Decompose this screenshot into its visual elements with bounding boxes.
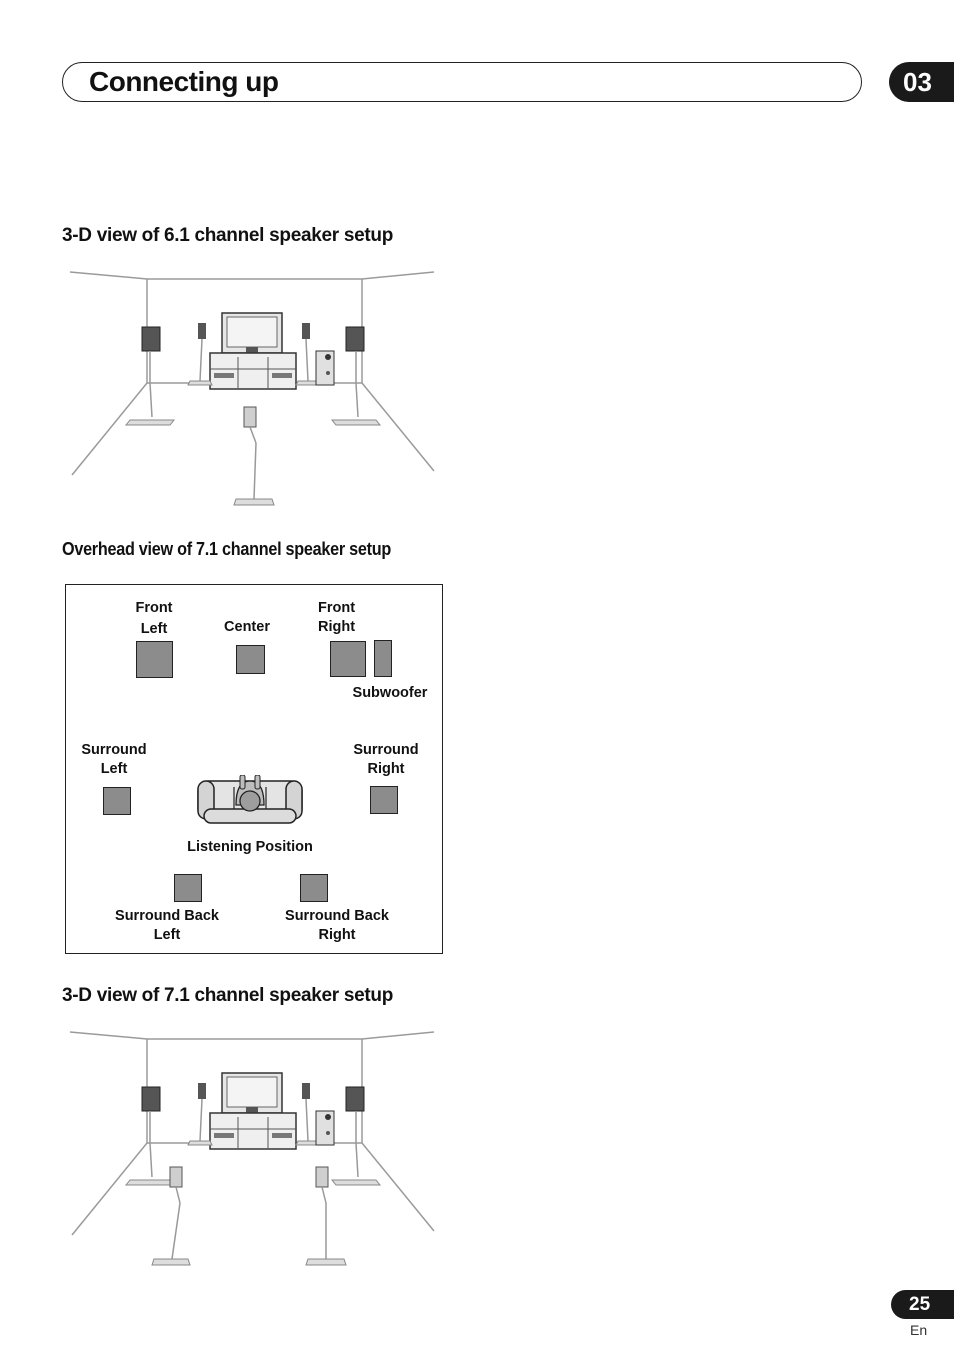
diagram-3d-61 <box>69 271 435 506</box>
front-right-speaker <box>330 1086 382 1186</box>
surround-right-label: Surround Right <box>346 741 426 779</box>
page-language: En <box>910 1322 928 1338</box>
section-heading-overhead-71: Overhead view of 7.1 channel speaker set… <box>62 539 392 559</box>
surround-right-label-line1: Surround <box>353 742 419 758</box>
surround-back-right-speaker <box>305 1166 347 1266</box>
surround-back-right-label: Surround Back Right <box>276 907 398 945</box>
front-right-speaker <box>330 326 382 426</box>
surround-left-label: Surround Left <box>74 741 154 779</box>
listening-position-label: Listening Position <box>187 839 313 855</box>
surround-back-left-label-line2: Left <box>153 927 181 943</box>
front-left-label-line2: Left <box>140 621 168 637</box>
page-number: 25 <box>891 1290 954 1319</box>
surround-back-left-label: Surround Back Left <box>106 907 228 945</box>
surround-back-left-label-line1: Surround Back <box>115 908 219 924</box>
front-left-label: Front Left <box>124 599 184 639</box>
front-left-label-line1: Front <box>135 600 173 616</box>
surround-left-label-line2: Left <box>100 761 128 777</box>
tv-stand <box>209 312 297 390</box>
surround-left-speaker <box>103 787 131 815</box>
front-left-speaker <box>124 1086 176 1186</box>
page-title: Connecting up <box>89 66 279 97</box>
surround-left-label-line1: Surround <box>81 742 147 758</box>
overhead-diagram-71: Front Left Center Front Right Subwoofer … <box>65 584 443 954</box>
surround-back-speaker <box>233 406 275 506</box>
surround-back-right-speaker <box>300 874 328 902</box>
center-speaker <box>236 645 265 674</box>
surround-back-right-label-line2: Right <box>318 927 356 943</box>
surround-back-right-label-line1: Surround Back <box>285 908 389 924</box>
front-right-label: Front Right <box>318 599 378 637</box>
subwoofer-speaker <box>374 640 392 677</box>
diagram-3d-71 <box>69 1031 435 1266</box>
center-label: Center <box>224 619 270 635</box>
tv-stand <box>209 1072 297 1150</box>
surround-right-speaker <box>370 786 398 814</box>
front-right-speaker <box>330 641 366 677</box>
surround-right-label-line2: Right <box>367 761 405 777</box>
front-right-label-line2: Right <box>318 619 356 635</box>
surround-left-speaker <box>187 323 213 386</box>
subwoofer <box>315 350 335 386</box>
chapter-number-tab: 03 <box>889 62 954 102</box>
front-left-speaker <box>136 641 173 678</box>
sofa-listener-icon <box>197 775 303 824</box>
surround-left-speaker <box>187 1083 213 1146</box>
surround-back-left-speaker <box>174 874 202 902</box>
surround-back-left-speaker <box>151 1166 191 1266</box>
surround-right-speaker <box>295 323 321 386</box>
subwoofer-label: Subwoofer <box>352 685 428 701</box>
front-right-label-line1: Front <box>318 600 356 616</box>
section-heading-3d-71: 3-D view of 7.1 channel speaker setup <box>62 985 394 1006</box>
chapter-header: Connecting up <box>62 62 862 102</box>
section-heading-3d-61: 3-D view of 6.1 channel speaker setup <box>62 225 394 246</box>
front-left-speaker <box>124 326 176 426</box>
subwoofer <box>315 1110 335 1146</box>
